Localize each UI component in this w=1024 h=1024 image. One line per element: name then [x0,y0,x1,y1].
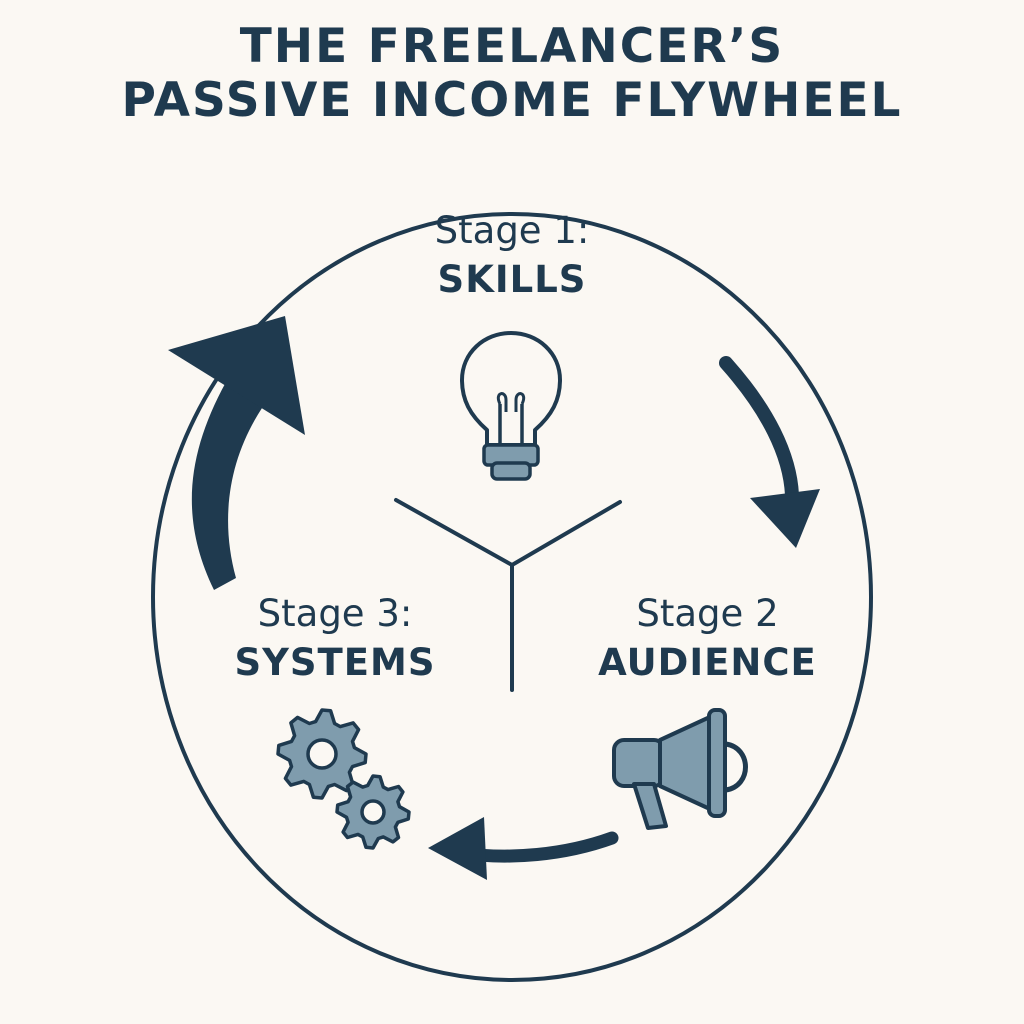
stage-1-name: SKILLS [437,258,587,301]
stage-1-label: Stage 1: SKILLS [392,207,632,305]
stage-2-number: Stage 2 [636,592,779,635]
stage-2-name: AUDIENCE [598,641,817,684]
cycle-arrow-bottom [428,817,619,880]
stage-3-name: SYSTEMS [234,641,436,684]
stage-3-number: Stage 3: [257,592,413,635]
stage-2-label: Stage 2 AUDIENCE [575,590,840,688]
lightbulb-icon [460,331,562,481]
gear-large-icon [276,708,368,800]
megaphone-icon [612,708,748,830]
diagram-title: THE FREELANCER’S PASSIVE INCOME FLYWHEEL [0,20,1024,128]
stage-1-number: Stage 1: [434,209,590,252]
stage-3-label: Stage 3: SYSTEMS [210,590,460,688]
cycle-arrow-right [719,356,820,548]
title-line-2: PASSIVE INCOME FLYWHEEL [121,73,903,128]
center-divider [394,498,622,692]
flywheel-circle [151,212,873,982]
gears-icon [276,708,411,850]
cycle-arrow-left [168,316,305,590]
title-line-1: THE FREELANCER’S [239,19,785,74]
gear-small-icon [335,774,411,850]
